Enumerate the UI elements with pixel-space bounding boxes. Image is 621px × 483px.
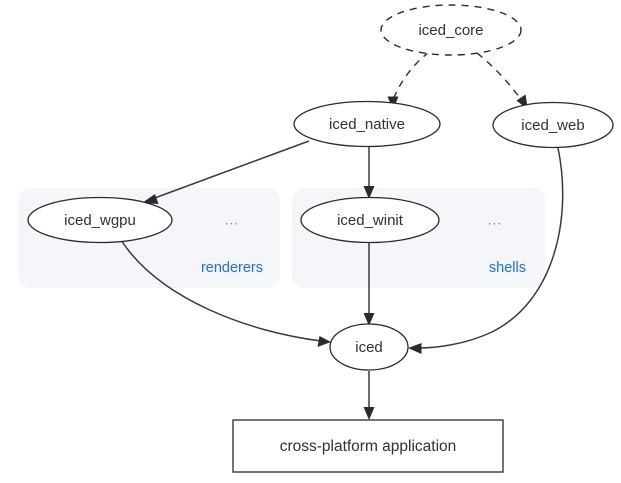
edge-iced-wgpu-to-iced — [120, 239, 331, 347]
node-iced-native[interactable]: iced_native — [293, 100, 441, 148]
node-cross-platform-application-rect[interactable] — [232, 419, 504, 473]
cluster-shells-ellipsis: ... — [488, 212, 503, 228]
node-iced-winit[interactable]: iced_winit — [300, 196, 440, 244]
node-iced-native-ellipse[interactable] — [293, 100, 441, 148]
node-iced-native-label: iced_native — [329, 116, 405, 133]
node-iced-winit-ellipse[interactable] — [300, 196, 440, 244]
node-cross-platform-application[interactable]: cross-platform application — [232, 419, 504, 473]
node-iced[interactable]: iced — [329, 323, 409, 371]
edge-iced-web-to-iced-path — [417, 147, 564, 349]
node-iced-wgpu-ellipse[interactable] — [27, 196, 173, 244]
node-cross-platform-application-label: cross-platform application — [280, 438, 457, 455]
edge-iced-native-to-iced-winit-arrowhead — [363, 186, 375, 199]
edge-iced-native-to-iced-wgpu-arrowhead — [142, 194, 159, 204]
edge-iced-to-app — [363, 371, 375, 420]
node-iced-label: iced — [355, 339, 383, 356]
edge-iced-native-to-iced-winit — [363, 147, 375, 199]
edge-iced-to-app-arrowhead — [363, 407, 375, 420]
cluster-renderers-ellipsis: ... — [225, 212, 240, 228]
edge-iced-winit-to-iced — [363, 243, 375, 326]
node-iced-web[interactable]: iced_web — [492, 101, 614, 149]
node-iced-winit-label: iced_winit — [337, 212, 404, 229]
edge-iced-wgpu-to-iced-arrowhead — [317, 336, 331, 347]
node-iced-ellipse[interactable] — [329, 323, 409, 371]
node-iced-wgpu-label: iced_wgpu — [64, 212, 136, 229]
edge-iced-native-to-iced-wgpu — [142, 140, 310, 204]
node-iced-core-label: iced_core — [418, 22, 483, 39]
edge-iced-native-to-iced-wgpu-path — [151, 140, 310, 200]
node-iced-web-label: iced_web — [521, 117, 584, 134]
node-iced-web-ellipse[interactable] — [492, 101, 614, 149]
edge-iced-winit-to-iced-arrowhead — [363, 313, 375, 326]
edge-iced-core-to-iced-native-path — [392, 51, 430, 101]
node-iced-core-ellipse[interactable] — [380, 4, 522, 56]
cluster-shells-label: shells — [489, 260, 526, 276]
cluster-renderers-label: renderers — [201, 260, 263, 276]
edge-iced-web-to-iced-arrowhead — [408, 343, 422, 354]
edge-iced-core-to-iced-web-path — [476, 52, 523, 102]
edge-iced-wgpu-to-iced-path — [120, 239, 322, 342]
node-iced-core[interactable]: iced_core — [380, 4, 522, 56]
edge-iced-core-to-iced-web — [476, 52, 528, 110]
node-iced-wgpu[interactable]: iced_wgpu — [27, 196, 173, 244]
edge-iced-core-to-iced-native — [387, 51, 430, 110]
edge-iced-web-to-iced — [408, 147, 564, 354]
